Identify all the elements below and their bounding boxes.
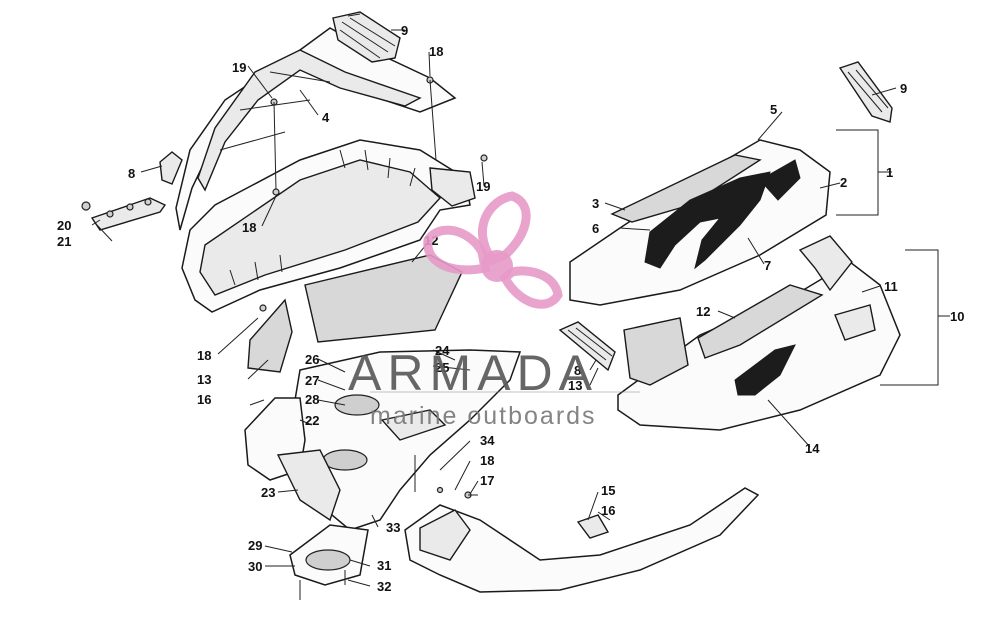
callout-19-right: 19 (476, 179, 490, 194)
callout-34: 34 (480, 433, 495, 448)
callout-28: 28 (305, 392, 319, 407)
callout-27: 27 (305, 373, 319, 388)
foam-pad-left (304, 254, 463, 343)
group-bracket-1 (836, 129, 892, 216)
vent-grille-right (838, 61, 893, 123)
callout-13-left: 13 (197, 372, 211, 387)
callout-13-right: 13 (568, 378, 582, 393)
callout-18-lower: 18 (197, 348, 211, 363)
callout-25: 25 (435, 360, 449, 375)
callout-9-right: 9 (900, 81, 907, 96)
callout-20: 20 (57, 218, 71, 233)
watermark: ARMADA marine outboards (348, 191, 640, 430)
callout-21: 21 (57, 234, 71, 249)
callout-26: 26 (305, 352, 319, 367)
callout-4: 4 (322, 110, 330, 125)
watermark-tagline: marine outboards (370, 402, 597, 430)
callout-33: 33 (386, 520, 400, 535)
lower-fasteners (299, 455, 478, 600)
callout-9-upper: 9 (401, 23, 408, 38)
callout-14: 14 (805, 441, 820, 456)
callout-19-upper: 19 (232, 60, 246, 75)
callout-17: 17 (480, 473, 494, 488)
callout-6: 6 (592, 221, 599, 236)
callout-29: 29 (248, 538, 262, 553)
callout-31: 31 (377, 558, 391, 573)
foam-pad-right (623, 317, 689, 386)
watermark-brand: ARMADA (348, 345, 598, 401)
callout-1: 1 (886, 165, 893, 180)
side-panel-lower (617, 235, 901, 431)
callout-10: 10 (950, 309, 964, 324)
vent-grille-upper (332, 11, 401, 63)
callout-18-upper: 18 (429, 44, 443, 59)
callout-8-right: 8 (574, 363, 581, 378)
side-panel-upper (569, 139, 831, 306)
lower-tray (289, 524, 369, 586)
callout-24: 24 (435, 343, 450, 358)
callout-11: 11 (884, 279, 898, 294)
dash-console-part (289, 349, 522, 531)
callout-2: 2 (840, 175, 847, 190)
callout-22: 22 (305, 413, 319, 428)
callout-12-right: 12 (696, 304, 710, 319)
propeller-blade-top (477, 191, 531, 266)
callout-23: 23 (261, 485, 275, 500)
callout-3: 3 (592, 196, 599, 211)
callout-18-mid: 18 (242, 220, 256, 235)
hood-screws (259, 76, 488, 312)
hood-frame-part (181, 139, 476, 313)
callout-16-left: 16 (197, 392, 211, 407)
callout-18-bottom: 18 (480, 453, 494, 468)
headlight-grille-right (558, 321, 616, 372)
propeller-logo (423, 191, 563, 309)
leader-lines (91, 29, 897, 587)
air-duct (276, 449, 341, 522)
propeller-blade-left (423, 225, 491, 275)
callout-labels: 9 18 19 4 8 19 18 20 21 12 18 13 9 5 1 2… (57, 23, 964, 594)
group-bracket-10 (880, 249, 950, 386)
callout-30: 30 (248, 559, 262, 574)
belly-pan (404, 487, 760, 593)
callout-5: 5 (770, 102, 777, 117)
callout-16-right: 16 (601, 503, 615, 518)
mount-bracket (81, 197, 167, 231)
callout-15: 15 (601, 483, 615, 498)
callout-7: 7 (764, 258, 771, 273)
headlight-lens-left (159, 151, 183, 185)
callout-32: 32 (377, 579, 391, 594)
propeller-blade-right (499, 266, 563, 309)
hood-upper-part (175, 27, 457, 231)
propeller-hub (481, 250, 513, 282)
side-pad-left (247, 298, 293, 373)
callout-8-left: 8 (128, 166, 135, 181)
